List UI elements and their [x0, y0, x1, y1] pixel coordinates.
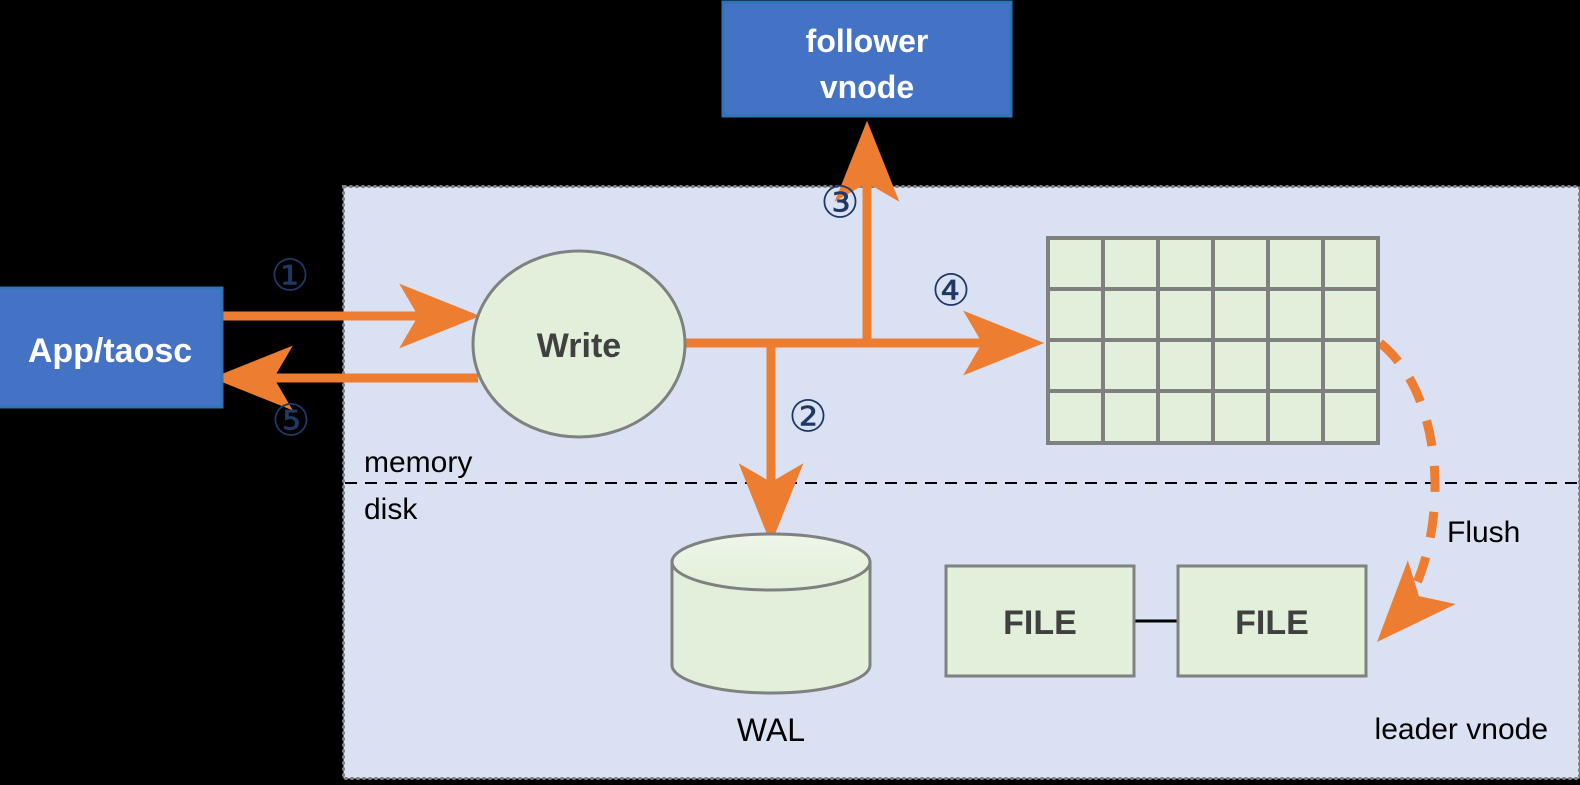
follower-vnode-label-line2: vnode — [820, 69, 914, 105]
disk-label: disk — [364, 493, 418, 526]
leader-vnode-title: leader vnode — [1375, 713, 1548, 746]
edge-flush-memtable-to-file: Flush — [1377, 339, 1520, 642]
node-app-taosc[interactable]: App/taosc — [0, 286, 224, 409]
follower-vnode-box[interactable] — [721, 0, 1013, 118]
node-file-right[interactable]: FILE — [1176, 564, 1368, 678]
step-badge-1: ① — [270, 252, 309, 301]
app-taosc-label: App/taosc — [28, 332, 192, 370]
follower-vnode-label-line1: follower — [806, 23, 929, 59]
step-badge-3: ③ — [820, 179, 859, 228]
wal-cylinder-body[interactable] — [670, 560, 872, 695]
flush-label: Flush — [1447, 516, 1520, 549]
memory-label: memory — [364, 446, 472, 479]
node-follower-vnode[interactable]: follower vnode — [721, 0, 1013, 118]
file-left-box[interactable] — [944, 564, 1136, 678]
node-write[interactable]: Write — [471, 249, 687, 439]
step-badge-4: ④ — [931, 267, 970, 316]
node-wal[interactable]: WAL — [670, 532, 872, 748]
wal-label: WAL — [737, 712, 805, 748]
edge-flush-path — [1377, 339, 1456, 642]
write-label: Write — [537, 327, 621, 365]
app-taosc-box[interactable] — [0, 286, 224, 409]
step-badge-2: ② — [788, 393, 827, 442]
node-file-left[interactable]: FILE — [944, 564, 1136, 678]
file-right-label: FILE — [1235, 604, 1309, 642]
node-memtable-grid[interactable] — [1046, 236, 1380, 445]
file-right-box[interactable] — [1176, 564, 1368, 678]
write-ellipse[interactable] — [471, 249, 687, 439]
wal-cylinder-top — [670, 532, 872, 592]
step-badge-5: ⑤ — [271, 397, 310, 446]
file-left-label: FILE — [1003, 604, 1077, 642]
